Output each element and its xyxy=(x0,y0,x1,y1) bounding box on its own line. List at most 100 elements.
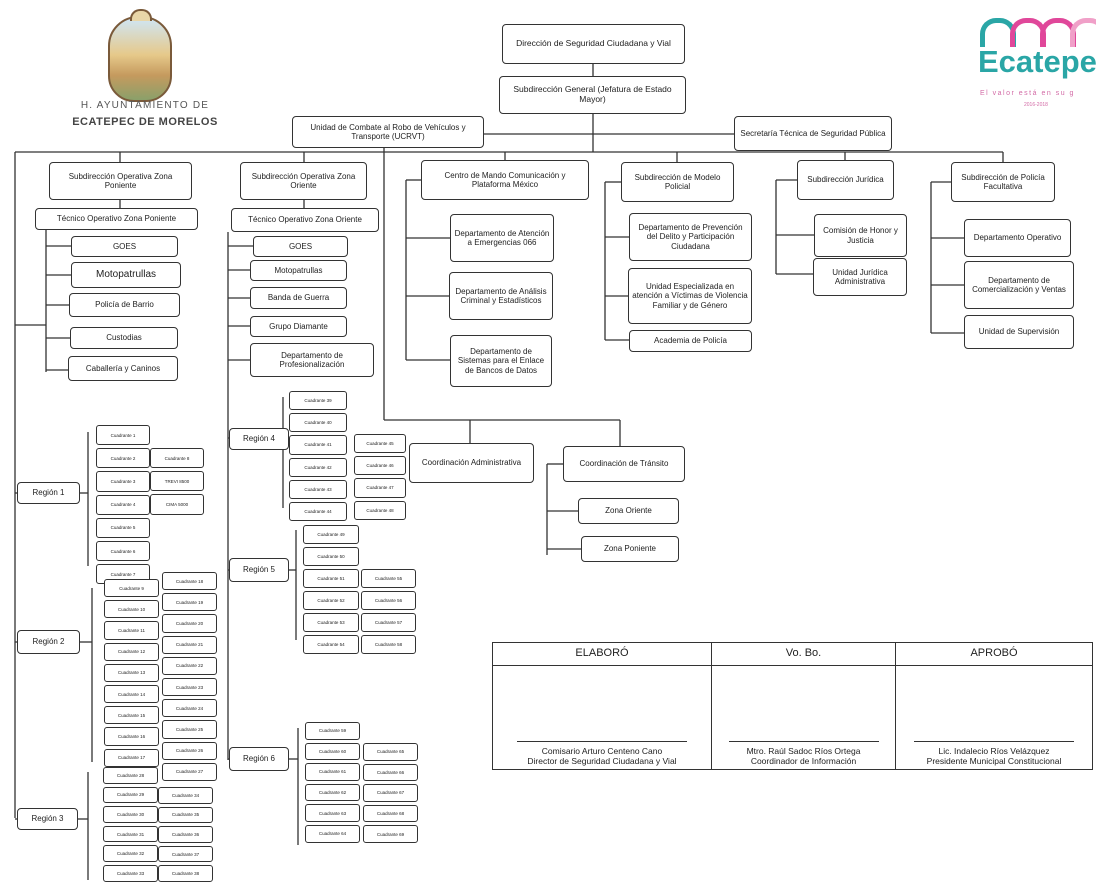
cuadrante-box: Cuadrante 16 xyxy=(104,727,159,746)
brand-years: 2016-2018 xyxy=(1024,102,1048,108)
centro-mando-box: Centro de Mando Comunicación y Plataform… xyxy=(421,160,589,200)
subdireccion-general-box: Subdirección General (Jefatura de Estado… xyxy=(499,76,686,114)
profesionalizacion-box: Departamento de Profesionalización xyxy=(250,343,374,377)
cuadrante-box: Cuadrante 9 xyxy=(104,579,159,598)
cuadrante-box: Cuadrante 62 xyxy=(305,783,360,802)
goes1-box: GOES xyxy=(71,236,178,257)
vobo-signature: Mtro. Raúl Sadoc Ríos Ortega Coordinador… xyxy=(711,665,896,770)
cuadrante-box: Cuadrante 58 xyxy=(361,635,416,654)
cuadrante-box: Cuadrante 64 xyxy=(305,825,360,843)
cuadrante-box: Cuadrante 37 xyxy=(158,845,213,863)
policia-barrio-box: Policía de Barrio xyxy=(69,293,180,317)
region1-box: Región 1 xyxy=(17,482,80,504)
region6-box: Región 6 xyxy=(229,747,289,771)
zona-poniente-box: Zona Poniente xyxy=(581,536,679,562)
ayuntamiento-line1: H. AYUNTAMIENTO DE xyxy=(80,100,210,111)
cuadrante-box: Cuadrante 54 xyxy=(303,635,359,654)
goes2-box: GOES xyxy=(253,236,348,257)
cuadrante-box: Cuadrante 18 xyxy=(162,572,217,591)
brand-word: Ecatepe xyxy=(978,44,1096,79)
cuadrante-box: Cuadrante 35 xyxy=(158,806,213,824)
cuadrante-box: Cuadrante 24 xyxy=(162,699,217,718)
cuadrante-box: Cuadrante 50 xyxy=(303,547,359,566)
cuadrante-box: Cuadrante 49 xyxy=(303,525,359,544)
cuadrante-box: Cuadrante 11 xyxy=(104,621,159,640)
municipal-seal-icon xyxy=(108,9,172,102)
diamante-box: Grupo Diamante xyxy=(250,316,347,337)
cuadrante-box: Cuadrante 6 xyxy=(96,541,150,562)
cuadrante-box: Cuadrante 38 xyxy=(158,865,213,882)
comercializacion-box: Departamento de Comercialización y Venta… xyxy=(964,261,1074,309)
motopatrullas1-box: Motopatrullas xyxy=(71,262,181,288)
vobo-role: Coordinador de Información xyxy=(750,755,857,766)
cuadrante-box: Cuadrante 67 xyxy=(363,784,418,802)
facultativa-box: Subdirección de Policía Facultativa xyxy=(951,162,1055,202)
unidad-juridica-box: Unidad Jurídica Administrativa xyxy=(813,258,907,296)
academia-box: Academia de Policía xyxy=(629,330,752,352)
cuadrante-box: Cuadrante 66 xyxy=(363,763,418,782)
cuadrante-box: Cuadrante 29 xyxy=(103,786,158,804)
cuadrante-box: Cuadrante 46 xyxy=(354,456,406,476)
cuadrante-box: Cuadrante 15 xyxy=(104,706,159,725)
cuadrante-box: Cuadrante 61 xyxy=(305,763,360,781)
signature-table: ELABORÓ Vo. Bo. APROBÓ Comisario Arturo … xyxy=(492,642,1093,770)
cuadrante-box: Cuadrante 10 xyxy=(104,600,159,619)
direccion-box: Dirección de Seguridad Ciudadana y Vial xyxy=(502,24,685,64)
cuadrante-box: CIMA 5000 xyxy=(150,494,204,515)
cuadrante-box: Cuadrante 60 xyxy=(305,742,360,761)
cuadrante-box: Cuadrante 28 xyxy=(103,767,158,784)
cuadrante-box: Cuadrante 48 xyxy=(354,500,406,520)
operativo-box: Departamento Operativo xyxy=(964,219,1071,257)
cuadrante-box: Cuadrante 1 xyxy=(96,425,150,446)
cuadrante-box: Cuadrante 21 xyxy=(162,635,217,654)
vobo-header: Vo. Bo. xyxy=(711,642,896,666)
cuadrante-box: Cuadrante 17 xyxy=(104,748,159,767)
region5-box: Región 5 xyxy=(229,558,289,582)
zona-oriente-box: Zona Oriente xyxy=(578,498,679,524)
cuadrante-box: Cuadrante 69 xyxy=(363,825,418,843)
cuadrante-box: Cuadrante 41 xyxy=(289,435,347,455)
cuadrante-box: Cuadrante 3 xyxy=(96,471,150,492)
analisis-box: Departamento de Análisis Criminal y Esta… xyxy=(449,272,553,320)
cuadrante-box: Cuadrante 31 xyxy=(103,825,158,843)
cuadrante-box: Cuadrante 34 xyxy=(158,787,213,804)
cuadrante-box: Cuadrante 40 xyxy=(289,413,347,433)
motopatrullas2-box: Motopatrullas xyxy=(250,260,347,281)
aprobo-name: Lic. Indalecio Ríos Velázquez xyxy=(938,745,1050,756)
cuadrante-box: Cuadrante 51 xyxy=(303,569,359,588)
cuadrante-box: Cuadrante 22 xyxy=(162,656,217,675)
ayuntamiento-logo: H. AYUNTAMIENTO DE ECATEPEC DE MORELOS xyxy=(60,8,230,128)
cuadrante-box: Cuadrante 59 xyxy=(305,722,360,740)
coord-transito-box: Coordinación de Tránsito xyxy=(563,446,685,482)
elaboro-signature: Comisario Arturo Centeno Cano Director d… xyxy=(492,665,712,770)
cuadrante-box: Cuadrante 52 xyxy=(303,591,359,610)
cuadrante-box: Cuadrante 55 xyxy=(361,569,416,588)
unidad-especializada-box: Unidad Especializada en atención a Vícti… xyxy=(628,268,752,324)
elaboro-name: Comisario Arturo Centeno Cano xyxy=(541,745,663,756)
cuadrante-box: Cuadrante 27 xyxy=(162,762,217,781)
vobo-name: Mtro. Raúl Sadoc Ríos Ortega xyxy=(746,745,861,756)
cuadrante-box: Cuadrante 68 xyxy=(363,804,418,823)
cuadrante-box: TREVI 8500 xyxy=(150,471,204,492)
cuadrante-box: Cuadrante 23 xyxy=(162,678,217,697)
sub-poniente-box: Subdirección Operativa Zona Poniente xyxy=(49,162,192,200)
cuadrante-box: Cuadrante 53 xyxy=(303,613,359,632)
region3-box: Región 3 xyxy=(17,808,78,830)
cuadrante-box: Cuadrante 2 xyxy=(96,448,150,469)
cuadrante-box: Cuadrante 13 xyxy=(104,663,159,682)
sistemas-box: Departamento de Sistemas para el Enlace … xyxy=(450,335,552,387)
ecatepec-brand-logo: Ecatepe El valor está en su g 2016-2018 xyxy=(974,14,1096,114)
arches-icon xyxy=(980,14,1096,47)
cuadrante-box: Cuadrante 47 xyxy=(354,478,406,498)
aprobo-signature: Lic. Indalecio Ríos Velázquez Presidente… xyxy=(895,665,1093,770)
cuadrante-box: Cuadrante 63 xyxy=(305,804,360,822)
prevencion-box: Departamento de Prevención del Delito y … xyxy=(629,213,752,261)
cuadrante-box: Cuadrante 5 xyxy=(96,517,150,538)
cuadrante-box: Cuadrante 4 xyxy=(96,494,150,515)
cuadrante-box: Cuadrante 45 xyxy=(354,434,406,454)
honor-box: Comisión de Honor y Justicia xyxy=(814,214,907,257)
juridica-box: Subdirección Jurídica xyxy=(797,160,894,200)
caballeria-box: Caballería y Caninos xyxy=(68,356,178,381)
ayuntamiento-line2: ECATEPEC DE MORELOS xyxy=(72,116,218,128)
